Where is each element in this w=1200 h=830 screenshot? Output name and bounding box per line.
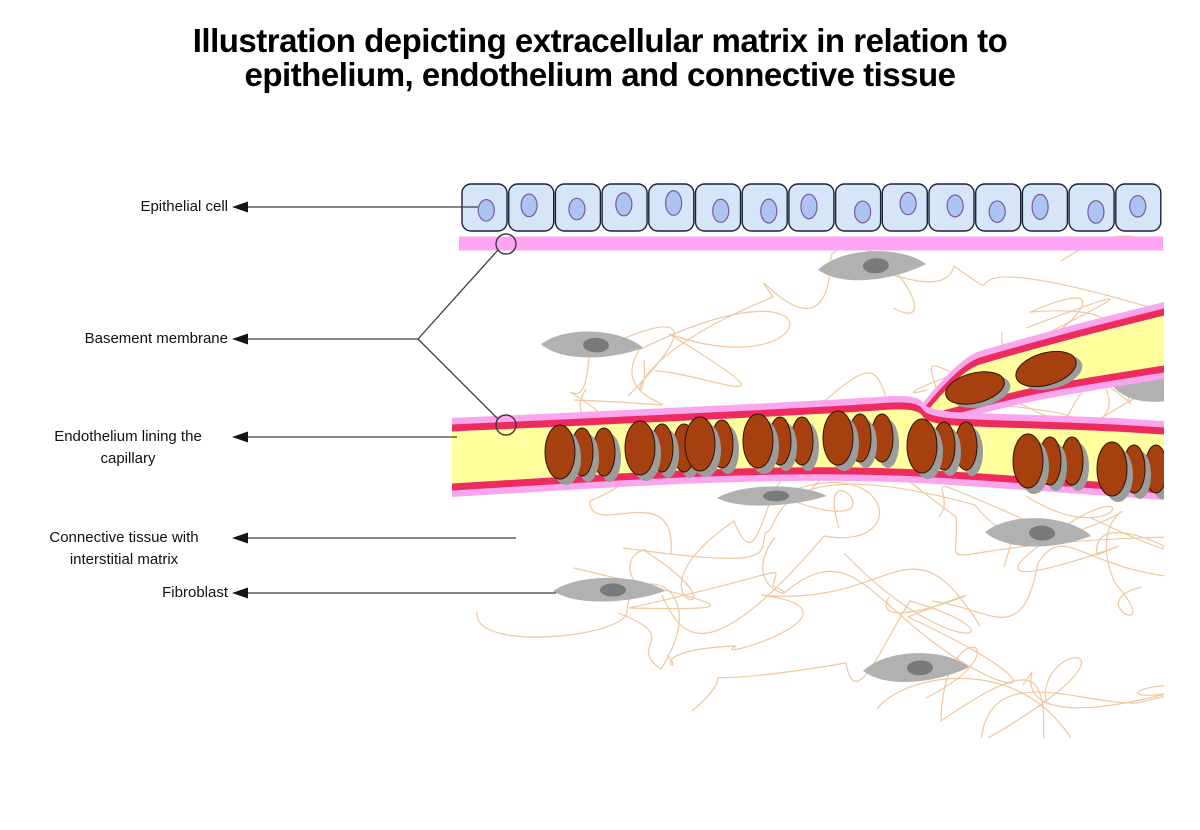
title-line-2: epithelium, endothelium and connective t… (244, 56, 956, 93)
rbc-group (1096, 441, 1164, 502)
rbc-group (906, 418, 983, 479)
collagen-fibers (476, 235, 1164, 738)
label-fibroblast: Fibroblast (162, 584, 228, 601)
cell-nucleus (854, 200, 872, 224)
basement-membrane-marker (495, 233, 517, 255)
cell-nucleus (760, 198, 778, 224)
cell-nucleus (1031, 193, 1049, 220)
cell-nucleus (712, 198, 730, 224)
rbc (945, 371, 1011, 408)
arrowhead-icon (232, 532, 248, 544)
cell-nucleus (1087, 200, 1105, 224)
arrowhead-icon (232, 201, 248, 213)
fibroblast (863, 653, 969, 682)
rbc-group (1012, 433, 1089, 494)
rbc (1015, 350, 1083, 391)
cell-nucleus (568, 197, 586, 221)
rbc-group (742, 413, 819, 474)
leader-fibroblast (232, 587, 556, 599)
cell-nucleus (520, 193, 538, 218)
title-line-1: Illustration depicting extracellular mat… (192, 22, 1008, 59)
arrowhead-icon (232, 333, 248, 345)
rbc-group (544, 424, 621, 485)
label-epithelial-cell: Epithelial cell (140, 198, 228, 215)
fibroblast (541, 331, 643, 358)
label-endothelium: Endothelium lining the capillary (54, 428, 202, 467)
leader-connective-tissue (232, 532, 516, 544)
fibroblast (553, 577, 665, 602)
cell-nucleus (988, 200, 1006, 224)
cell-nucleus (800, 193, 818, 220)
label-connective-tissue: Connective tissue with interstitial matr… (49, 529, 199, 568)
cell-nucleus (615, 192, 633, 217)
leader-endothelium (232, 431, 457, 443)
epithelial-cells (461, 183, 1162, 232)
rbc-group (822, 410, 899, 471)
matrix-region (452, 183, 1164, 738)
label-basement-membrane: Basement membrane (84, 330, 228, 347)
leader-epithelial-cell (232, 201, 478, 213)
page-title: Illustration depicting extracellular mat… (0, 24, 1200, 92)
cell-nucleus (477, 199, 495, 222)
rbc-group (684, 416, 739, 477)
arrowhead-icon (232, 587, 248, 599)
fibroblast (717, 486, 827, 506)
fibroblast (818, 251, 926, 281)
cell-nucleus (899, 191, 917, 216)
cell-nucleus (1129, 194, 1147, 218)
cell-nucleus (946, 194, 964, 218)
basement-membrane-marker (495, 414, 517, 436)
leader-basement-membrane (232, 249, 499, 420)
arrowhead-icon (232, 431, 248, 443)
fibroblast (985, 518, 1091, 547)
cell-nucleus (664, 190, 683, 216)
basement-membrane-band (459, 236, 1163, 251)
